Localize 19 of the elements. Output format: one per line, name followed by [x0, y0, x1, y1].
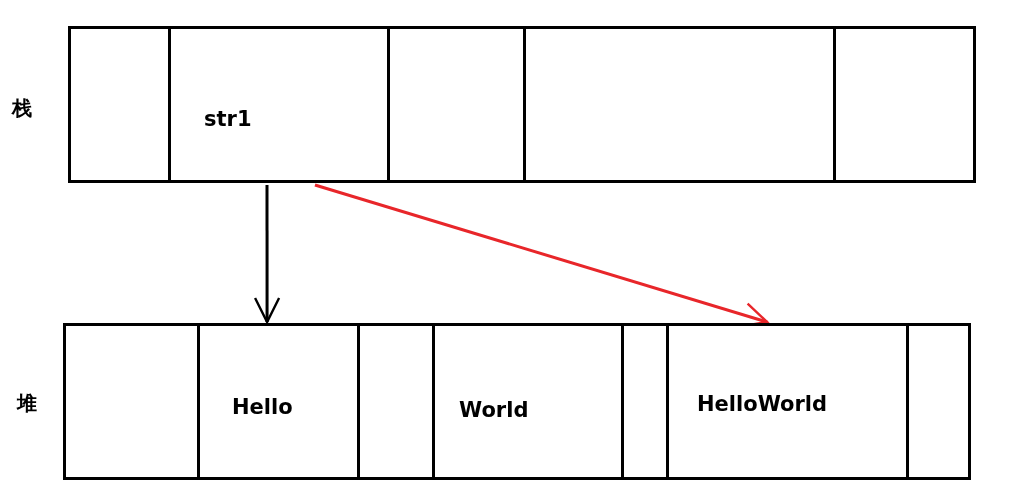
memory-cell: [666, 323, 909, 480]
row-label: 栈: [12, 95, 32, 122]
memory-cell: [523, 26, 836, 183]
memory-cell: [197, 323, 360, 480]
memory-cell: [432, 323, 624, 480]
memory-cell: [63, 323, 200, 480]
memory-cell: [168, 26, 390, 183]
arrow: [253, 185, 281, 324]
memory-cell: [833, 26, 976, 183]
memory-cell: [906, 323, 971, 480]
cell-label: str1: [204, 107, 252, 131]
memory-cell: [68, 26, 171, 183]
memory-cell: [621, 323, 669, 480]
memory-cell: [387, 26, 526, 183]
cell-label: World: [459, 398, 529, 422]
cell-label: HelloWorld: [697, 392, 828, 416]
row-label: 堆: [17, 390, 37, 417]
cell-label: Hello: [232, 395, 293, 419]
memory-cell: [357, 323, 435, 480]
